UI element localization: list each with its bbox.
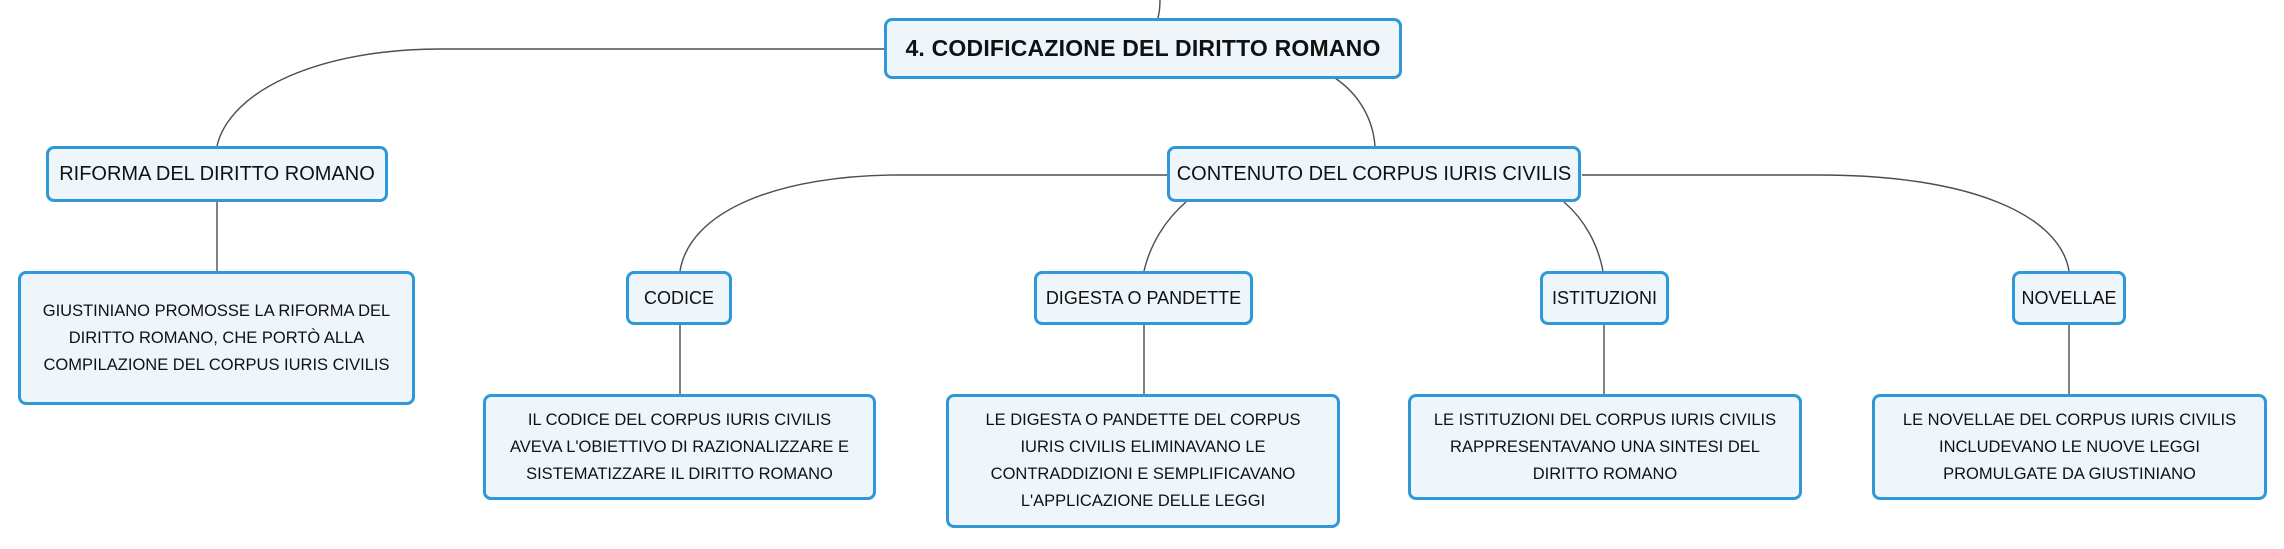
topic-codice[interactable]: CODICE [626, 271, 732, 325]
topic-codice-label: CODICE [643, 287, 714, 308]
topic-riforma[interactable]: RIFORMA DEL DIRITTO ROMANO [46, 146, 388, 202]
topic-istituzioni[interactable]: ISTITUZIONI [1540, 271, 1669, 325]
topic-contenuto[interactable]: CONTENUTO DEL CORPUS IURIS CIVILIS [1167, 146, 1581, 202]
connector-root-to-contenuto [1334, 77, 1376, 147]
detail-digesta-text: LE DIGESTA O PANDETTE DEL CORPUS IURIS C… [985, 411, 1301, 510]
topic-contenuto-label: CONTENUTO DEL CORPUS IURIS CIVILIS [1176, 162, 1572, 185]
detail-riforma[interactable]: GIUSTINIANO PROMOSSE LA RIFORMA DEL DIRI… [18, 271, 415, 405]
connector-contenuto-to-digesta [1143, 201, 1187, 272]
detail-novellae-text: LE NOVELLAE DEL CORPUS IURIS CIVILIS INC… [1902, 410, 2237, 483]
detail-istituzioni-text: LE ISTITUZIONI DEL CORPUS IURIS CIVILIS … [1433, 410, 1777, 483]
connector-contenuto-to-istituzioni [1563, 201, 1604, 272]
connector-contenuto-to-codice [679, 174, 1168, 272]
topic-novellae[interactable]: NOVELLAE [2012, 271, 2126, 325]
detail-riforma-text: GIUSTINIANO PROMOSSE LA RIFORMA DEL DIRI… [42, 301, 391, 374]
topic-istituzioni-label: ISTITUZIONI [1552, 287, 1657, 308]
connector-contenuto-to-novellae [1582, 174, 2070, 272]
topic-novellae-label: NOVELLAE [2021, 287, 2117, 308]
root-topic[interactable]: 4. CODIFICAZIONE DEL DIRITTO ROMANO [884, 18, 1402, 79]
topic-digesta-label: DIGESTA O PANDETTE [1045, 287, 1242, 308]
topic-riforma-label: RIFORMA DEL DIRITTO ROMANO [59, 162, 375, 185]
detail-digesta[interactable]: LE DIGESTA O PANDETTE DEL CORPUS IURIS C… [946, 394, 1340, 528]
detail-novellae[interactable]: LE NOVELLAE DEL CORPUS IURIS CIVILIS INC… [1872, 394, 2267, 500]
connector-root-parent [1157, 0, 1161, 19]
connector-root-to-riforma [216, 48, 885, 147]
detail-codice-text: IL CODICE DEL CORPUS IURIS CIVILIS AVEVA… [509, 410, 850, 483]
detail-codice[interactable]: IL CODICE DEL CORPUS IURIS CIVILIS AVEVA… [483, 394, 876, 500]
topic-digesta[interactable]: DIGESTA O PANDETTE [1034, 271, 1253, 325]
detail-istituzioni[interactable]: LE ISTITUZIONI DEL CORPUS IURIS CIVILIS … [1408, 394, 1802, 500]
root-topic-label: 4. CODIFICAZIONE DEL DIRITTO ROMANO [905, 35, 1381, 61]
